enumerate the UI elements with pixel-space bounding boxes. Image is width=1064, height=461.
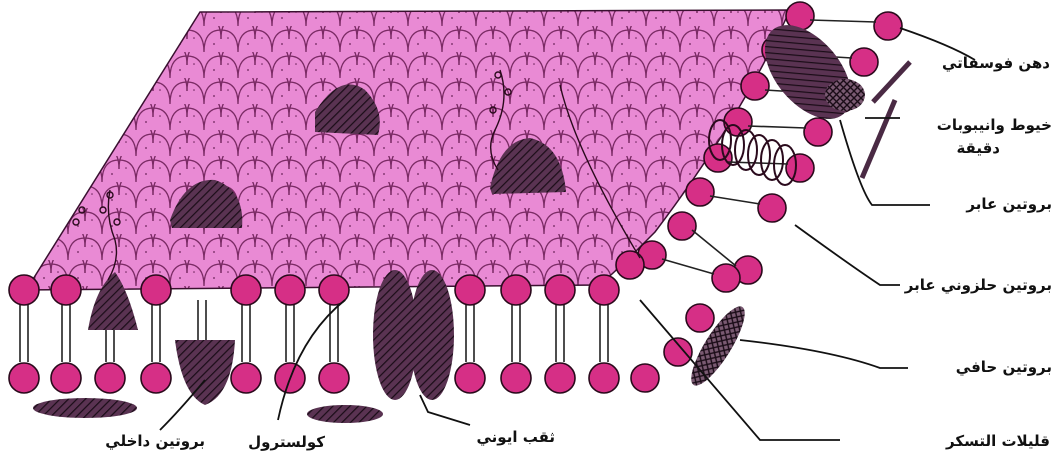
microfilament-1 xyxy=(873,62,910,102)
peripheral-protein-bottom-left xyxy=(33,398,137,418)
phospholipid-heads-inner xyxy=(9,363,619,393)
phospholipid-head xyxy=(545,275,575,305)
label-ion-channel: ثقب ايوني xyxy=(476,428,555,446)
label-filaments-line1: خيوط وانيبوبات xyxy=(937,116,1052,134)
lipid-tail xyxy=(810,20,876,22)
phospholipid-head xyxy=(704,144,732,172)
label-glycocalyx: قليلات التسكر xyxy=(945,432,1050,450)
phospholipid-head xyxy=(758,194,786,222)
phospholipid-head xyxy=(141,275,171,305)
phospholipid-head xyxy=(850,48,878,76)
phospholipid-head xyxy=(231,275,261,305)
phospholipid-head xyxy=(275,275,305,305)
phospholipid-head xyxy=(804,118,832,146)
membrane-surface xyxy=(20,10,790,300)
peripheral-protein-bottom-center xyxy=(307,405,383,423)
helix-turn xyxy=(748,135,770,175)
phospholipid-head xyxy=(786,154,814,182)
label-filaments-line2: دقيقة xyxy=(956,139,1000,157)
label-cholesterol: كولسترول xyxy=(248,433,325,451)
phospholipid-head xyxy=(664,338,692,366)
phospholipid-head xyxy=(455,363,485,393)
phospholipid-head xyxy=(455,275,485,305)
phospholipid-head xyxy=(231,363,261,393)
phospholipid-head xyxy=(712,264,740,292)
phospholipid-head xyxy=(51,275,81,305)
helix-turn xyxy=(735,130,757,170)
phospholipid-head xyxy=(686,304,714,332)
label-peripheral-protein: بروتين حافي xyxy=(956,358,1052,376)
label-integral-protein: بروتين داخلي xyxy=(105,432,205,450)
phospholipid-head xyxy=(589,363,619,393)
phospholipid-head xyxy=(545,363,575,393)
transmembrane-protein-inner xyxy=(825,79,865,111)
lipid-tail xyxy=(710,196,760,204)
phospholipid-head xyxy=(51,363,81,393)
lipid-tail xyxy=(748,126,806,128)
phospholipid-head xyxy=(9,363,39,393)
label-helical-protein: بروتين حلزوني عابر xyxy=(904,276,1052,294)
phospholipid-head xyxy=(501,275,531,305)
phospholipid-head xyxy=(501,363,531,393)
integral-protein-lower xyxy=(175,340,235,405)
phospholipid-head xyxy=(319,363,349,393)
phospholipid-head xyxy=(9,275,39,305)
phospholipid-head xyxy=(95,363,125,393)
lipid-tail xyxy=(662,259,714,274)
phospholipid-head xyxy=(141,363,171,393)
lipid-tail xyxy=(692,230,736,266)
phospholipid-head xyxy=(874,12,902,40)
phospholipid-head xyxy=(631,364,659,392)
phospholipid-head xyxy=(686,178,714,206)
phospholipid-head xyxy=(741,72,769,100)
phospholipid-head xyxy=(724,108,752,136)
helix-turn xyxy=(761,140,783,180)
label-phospholipid: دهن فوسفاتي xyxy=(942,54,1050,72)
label-transmembrane-protein: بروتين عابر xyxy=(965,195,1052,213)
phospholipid-head xyxy=(616,251,644,279)
microfilament-2 xyxy=(862,100,895,178)
phospholipid-head xyxy=(668,212,696,240)
ion-channel-right xyxy=(410,270,454,400)
phospholipid-head xyxy=(589,275,619,305)
